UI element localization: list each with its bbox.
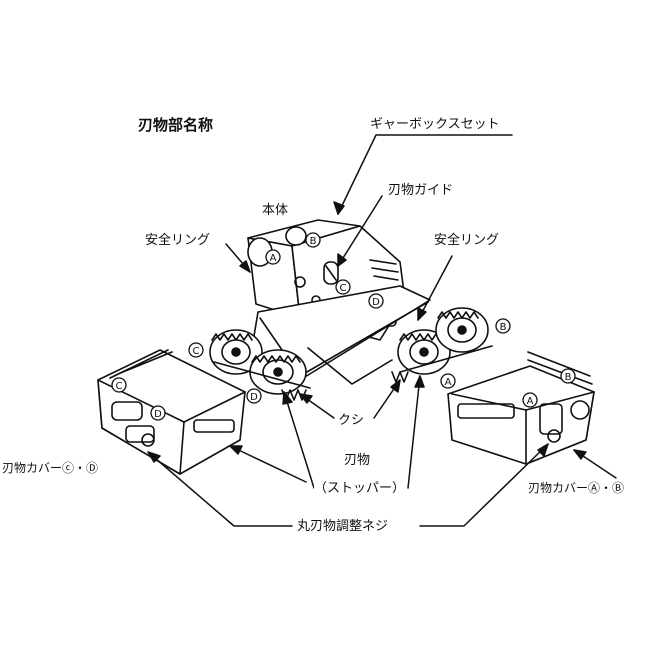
label-body: 本体 <box>262 203 289 218</box>
leader-lines <box>147 134 617 527</box>
left-blade-cover <box>97 349 246 475</box>
marker-d-body: D <box>372 297 380 308</box>
label-safety-ring-left: 安全リング <box>145 233 211 248</box>
marker-c-body: C <box>340 283 347 294</box>
marker-c-cover: C <box>116 381 123 392</box>
label-adjust-screw: 丸刃物調整ネジ <box>297 519 389 534</box>
left-blade-assembly <box>209 329 311 401</box>
diagram-title: 刃物部名称 <box>138 116 214 134</box>
marker-a-body: A <box>270 253 277 264</box>
label-safety-ring-right: 安全リング <box>434 233 500 248</box>
part-markers <box>111 232 576 421</box>
right-blade-assembly <box>391 307 493 383</box>
marker-d-blade: D <box>250 392 258 403</box>
marker-b-body: B <box>310 236 317 247</box>
label-blade-cover-ab: 刃物カバーⒶ・Ⓑ <box>528 481 625 496</box>
marker-a-blade: A <box>445 377 452 388</box>
marker-c-blade: C <box>193 346 200 357</box>
label-blade: 刃物 <box>344 453 371 468</box>
label-comb: クシ <box>338 413 365 428</box>
marker-a-cover: A <box>527 396 534 407</box>
marker-b-blade: B <box>500 322 507 333</box>
label-blade-guide: 刃物ガイド <box>388 183 454 198</box>
label-gearbox-set: ギャーボックスセット <box>370 117 500 132</box>
label-stopper: （ストッパー） <box>314 481 406 496</box>
marker-d-cover: D <box>154 409 162 420</box>
marker-b-cover: B <box>565 372 572 383</box>
right-blade-cover <box>447 351 595 465</box>
label-blade-cover-cd: 刃物カバーⓒ・Ⓓ <box>2 461 99 476</box>
